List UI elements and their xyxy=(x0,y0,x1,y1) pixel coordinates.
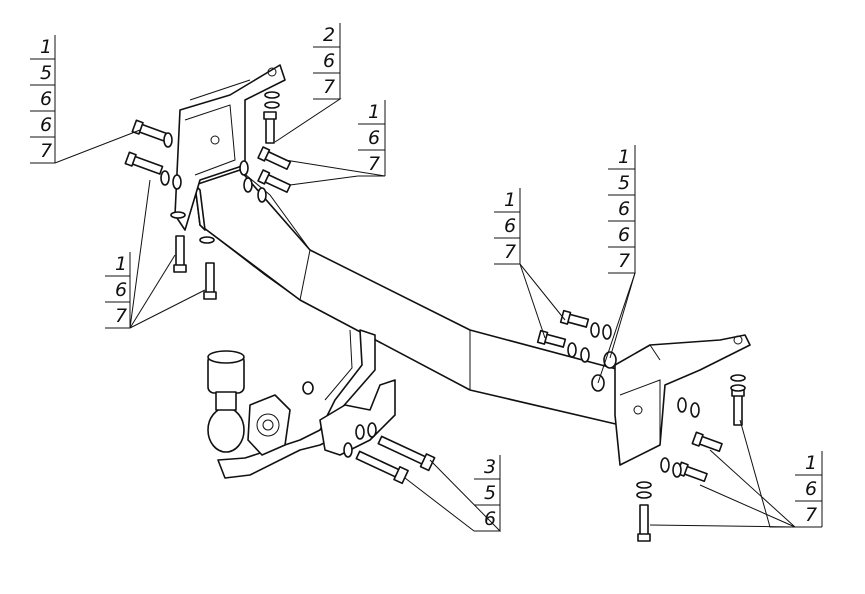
callout-label: 6 xyxy=(368,127,380,149)
callout-label: 5 xyxy=(40,62,52,84)
callout-label: 7 xyxy=(805,504,817,526)
callout-label: 6 xyxy=(323,50,335,72)
callout-label: 3 xyxy=(484,456,496,478)
callout-label: 5 xyxy=(484,482,496,504)
callout-c6: 1 5 6 6 7 xyxy=(608,145,636,274)
tow-neck xyxy=(217,329,396,479)
bolt xyxy=(559,309,590,328)
callout-c7: 3 5 6 xyxy=(474,455,501,532)
bolt xyxy=(263,111,277,144)
callout-label: 7 xyxy=(40,140,52,162)
callout-label: 7 xyxy=(618,250,630,272)
socket-plate xyxy=(247,394,291,456)
bolt xyxy=(536,329,567,348)
callout-label: 1 xyxy=(115,253,127,275)
callout-label: 5 xyxy=(618,172,630,194)
callout-c5: 1 6 7 xyxy=(494,188,521,265)
right-mounting-bracket xyxy=(614,334,751,466)
tow-bar-crossbeam xyxy=(194,169,641,426)
bolt xyxy=(377,435,436,472)
callout-label: 1 xyxy=(504,189,516,211)
callout-label: 6 xyxy=(618,198,630,220)
callout-label: 6 xyxy=(618,224,630,246)
bolt xyxy=(691,431,723,453)
callout-label: 7 xyxy=(368,153,380,175)
bolt xyxy=(637,504,651,542)
callout-c8: 1 6 7 xyxy=(795,451,823,528)
bolt xyxy=(173,235,187,273)
tow-ball xyxy=(207,350,245,453)
callout-label: 7 xyxy=(323,76,335,98)
left-mounting-bracket xyxy=(174,64,286,231)
callout-label: 7 xyxy=(504,241,516,263)
callouts: 1 5 6 6 7 2 6 7 1 6 7 1 6 7 1 6 7 1 5 6 6 7 3 5 6 1 6 7 xyxy=(30,23,823,532)
bolt xyxy=(676,461,708,483)
callout-c2: 2 6 7 xyxy=(313,23,341,100)
bolt xyxy=(355,450,409,485)
callout-c4: 1 6 7 xyxy=(105,252,131,329)
bolt xyxy=(257,146,292,170)
bolt xyxy=(257,169,292,193)
callout-label: 6 xyxy=(40,88,52,110)
callout-label: 1 xyxy=(368,101,380,123)
callout-c1: 1 5 6 6 7 xyxy=(30,35,56,164)
bolt xyxy=(731,388,745,426)
bolt xyxy=(203,262,217,300)
callout-label: 1 xyxy=(40,36,52,58)
callout-c3: 1 6 7 xyxy=(358,100,386,177)
callout-label: 7 xyxy=(115,305,127,327)
callout-label: 1 xyxy=(805,452,817,474)
callout-label: 6 xyxy=(484,508,496,530)
callout-label: 6 xyxy=(115,279,127,301)
callout-label: 2 xyxy=(323,24,335,46)
bolt xyxy=(124,151,164,175)
callout-label: 6 xyxy=(504,215,516,237)
callout-label: 6 xyxy=(40,114,52,136)
callout-label: 1 xyxy=(618,146,630,168)
callout-label: 6 xyxy=(805,478,817,500)
